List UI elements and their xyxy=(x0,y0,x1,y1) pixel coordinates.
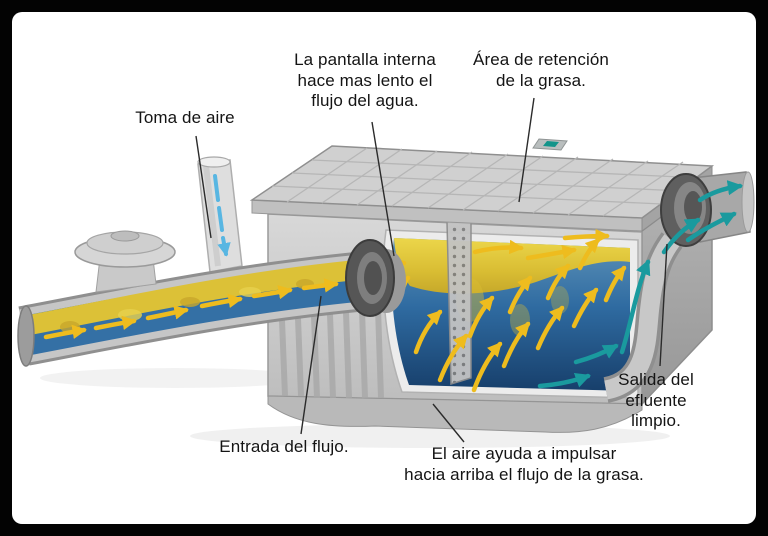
air-arrows xyxy=(213,174,231,257)
outlet-tube xyxy=(602,232,683,403)
label-internal-screen: La pantalla interna hace mas lento el fl… xyxy=(294,50,436,111)
leader-flow-inlet xyxy=(300,295,322,435)
label-grease-retention: Área de retención de la grasa. xyxy=(473,50,609,90)
leader-internal-screen xyxy=(371,121,395,257)
air-intake-pipe xyxy=(197,156,243,273)
tank-ribs xyxy=(279,307,384,399)
label-air-intake: Toma de aire xyxy=(135,108,235,127)
lid-handle xyxy=(532,138,568,151)
lid-grid xyxy=(271,147,703,217)
label-air-push: El aire ayuda a impulsar hacia arriba el… xyxy=(404,444,644,484)
cleanout-cap xyxy=(74,230,176,293)
inlet-flow-arrows xyxy=(43,278,339,340)
tank-lid xyxy=(249,138,715,232)
leader-lines xyxy=(195,97,668,443)
leader-air-intake xyxy=(195,135,212,239)
outlet-coupling xyxy=(660,173,712,247)
inlet-pipe xyxy=(17,250,381,367)
leader-clean-outlet xyxy=(659,243,668,367)
leader-grease-retention xyxy=(518,97,535,203)
label-clean-outlet: Salida del efluente limpio. xyxy=(618,370,694,431)
inlet-grease xyxy=(22,258,379,336)
flow-arrows-grease xyxy=(388,228,627,393)
outlet-pipe xyxy=(660,171,755,255)
tank-interior xyxy=(382,218,683,403)
leader-air-push xyxy=(432,403,465,443)
label-flow-inlet: Entrada del flujo. xyxy=(219,437,349,456)
flow-arrows-water xyxy=(537,259,651,389)
inlet-coupling xyxy=(345,239,406,317)
